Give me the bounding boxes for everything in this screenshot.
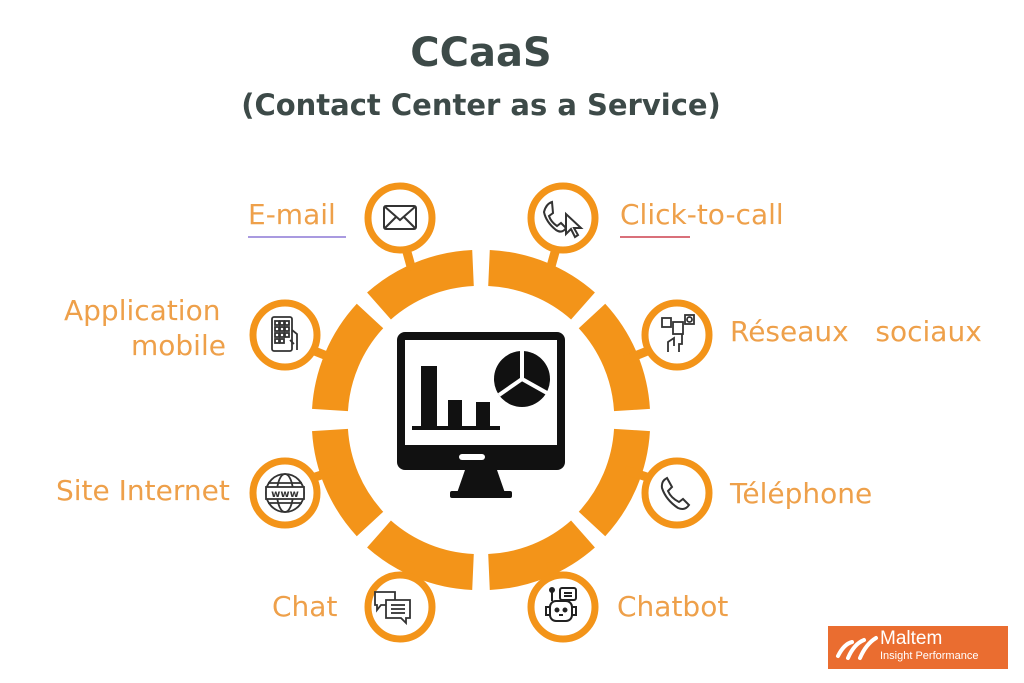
social-media-icon	[661, 314, 695, 352]
smartphone-hand-icon	[271, 316, 298, 352]
phone-icon	[660, 476, 691, 510]
channel-label-website: Site Internet	[56, 474, 230, 507]
maltem-logo: Maltem Insight Performance	[828, 626, 1008, 669]
channel-label-phone: Téléphone	[730, 477, 873, 510]
ring-segment	[367, 520, 475, 590]
ring-segment	[367, 250, 475, 320]
channel-label-chat: Chat	[272, 590, 338, 623]
chat-bubbles-icon	[374, 591, 411, 626]
icon-circles	[249, 182, 713, 643]
channel-label-social: Réseaux sociaux	[730, 315, 982, 348]
channel-label-mobile-app-line1: Application	[64, 294, 221, 327]
click-to-call-underline	[620, 236, 690, 238]
robot-icon	[545, 587, 577, 622]
channel-label-click-to-call: Click-to-call	[620, 198, 784, 231]
page-title: CCaaS	[410, 30, 552, 76]
ring-segment	[578, 428, 650, 537]
page-subtitle: (Contact Center as a Service)	[241, 88, 721, 122]
monitor-analytics-icon	[397, 332, 565, 498]
ring-segment	[487, 520, 595, 590]
maltem-waves-icon	[836, 636, 878, 660]
logo-tagline: Insight Performance	[880, 650, 979, 662]
globe-www-icon: www	[265, 473, 305, 513]
ring-segment	[578, 303, 650, 412]
ring-segment	[487, 250, 595, 320]
ring	[312, 250, 650, 590]
channel-label-email: E-mail	[248, 198, 336, 231]
ring-segment	[312, 428, 384, 537]
svg-text:www: www	[271, 489, 299, 500]
email-underline	[248, 236, 346, 238]
channel-label-chatbot: Chatbot	[617, 590, 729, 623]
phone-cursor-icon	[542, 200, 584, 239]
logo-name: Maltem	[880, 628, 943, 649]
ring-segment	[312, 303, 384, 412]
channel-label-mobile-app-line2: mobile	[131, 329, 226, 362]
envelope-icon	[383, 205, 417, 230]
